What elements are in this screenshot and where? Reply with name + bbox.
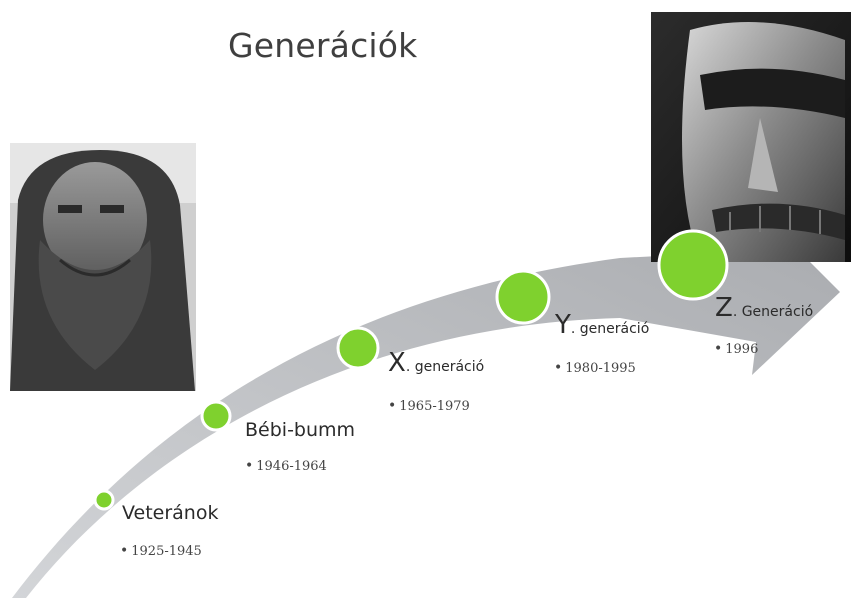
bullet-icon: • [714,341,723,357]
years-veterans: •1925-1945 [120,543,202,559]
node-baby-boom [200,400,232,432]
veterans-years-text: 1925-1945 [131,544,202,559]
metal-mask-face-photo [651,12,851,262]
gen-y-letter: Y [555,310,571,340]
timeline-arrow [12,222,840,598]
gen-y-years-text: 1980-1995 [565,361,636,376]
label-veterans: Veteránok [122,502,218,524]
gen-z-letter: Z [715,293,733,323]
baby-boom-label-text: Bébi-bumm [245,419,356,441]
node-veterans [93,489,115,511]
years-gen-x: •1965-1979 [388,398,470,414]
years-gen-y: •1980-1995 [554,360,636,376]
veterans-label-text: Veteránok [122,502,219,524]
page-title: Generációk [228,26,418,65]
label-gen-y: Y. generáció [555,310,649,340]
gen-x-suffix: . generáció [405,359,485,375]
baby-boom-years-text: 1946-1964 [256,459,327,474]
bullet-icon: • [120,543,129,559]
gen-x-letter: X [388,348,406,378]
bullet-icon: • [554,360,563,376]
bullet-icon: • [388,398,397,414]
bullet-icon: • [245,458,254,474]
node-gen-z [657,229,729,301]
gen-x-years-text: 1965-1979 [399,399,470,414]
years-gen-z: •1996 [714,341,758,357]
bearded-man-photo [10,143,196,391]
node-gen-y [495,269,551,325]
years-baby-boom: •1946-1964 [245,458,327,474]
label-gen-z: Z. Generáció [715,293,813,323]
label-gen-x: X. generáció [388,348,484,378]
gen-z-years-text: 1996 [725,342,759,357]
label-baby-boom: Bébi-bumm [245,419,355,441]
gen-z-suffix: . Generáció [732,304,814,320]
node-gen-x [336,326,380,370]
gen-y-suffix: . generáció [570,321,650,337]
